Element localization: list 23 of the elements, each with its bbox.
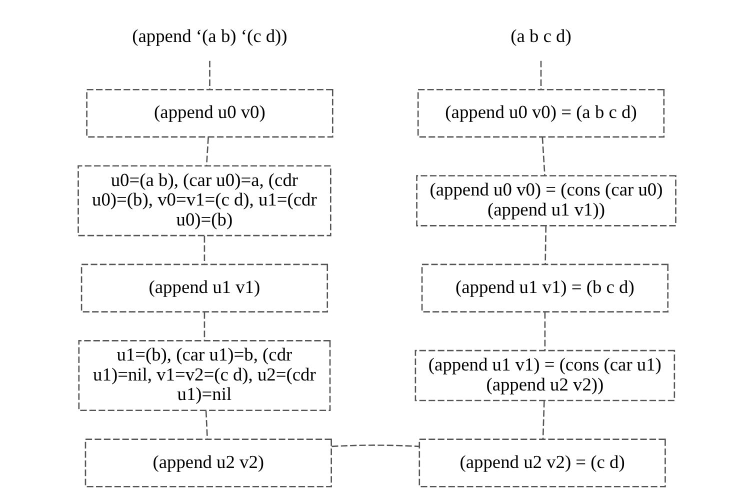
node-box: (append u1 v1) — [80, 264, 328, 312]
connector — [209, 60, 210, 90]
connector — [204, 312, 206, 340]
node-box: (append u0 v0) = (cons (car u0) (append u1 v1)) — [416, 175, 676, 226]
node-text: (a b c d) — [510, 26, 572, 46]
node-box: (append u0 v0) — [86, 88, 334, 138]
node-box: (append u1 v1) = (b c d) — [421, 264, 669, 312]
node-box: (append u2 v2) = (c d) — [418, 438, 666, 488]
node-box: (append u0 v0) = (a b c d) — [417, 88, 665, 138]
connector — [332, 444, 420, 448]
connector — [542, 137, 546, 176]
connector — [205, 410, 208, 439]
connector — [540, 60, 542, 90]
connector — [544, 226, 547, 264]
connector — [544, 312, 546, 350]
node-box: u1=(b), (car u1)=b, (cdr u1)=nil, v1=v2=(c d), u2=(cdr u1)=nil — [78, 340, 331, 412]
connector — [542, 400, 545, 439]
connector — [204, 236, 206, 264]
node-box: (append u2 v2) — [84, 438, 332, 488]
connector — [206, 137, 209, 166]
node-box: u0=(a b), (car u0)=a, (cdr u0)=(b), v0=v1=(c d), u1=(cdr u0)=(b) — [78, 165, 332, 236]
node-text: (append ‘(a b) ‘(c d)) — [132, 26, 288, 46]
node-box: (append u1 v1) = (cons (car u1) (append u2 v2)) — [414, 350, 676, 402]
